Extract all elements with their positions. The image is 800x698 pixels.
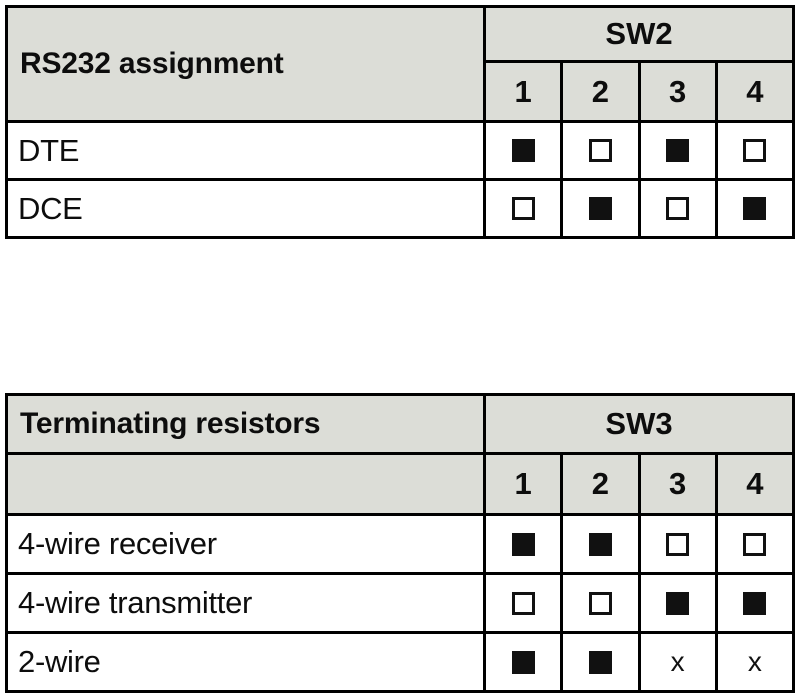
rs232-dte-sw4: [714, 120, 796, 181]
table-row: 4-wire receiver: [5, 513, 796, 575]
terminating-resistors-table: Terminating resistors SW3 1 2 3 4 4-wire…: [5, 393, 796, 693]
switch-off-icon: [588, 591, 612, 615]
switch-off-icon: [743, 139, 767, 162]
terminating-2wire-sw3: x: [637, 631, 718, 693]
terminating-4wire-receiver-sw2: [560, 513, 641, 575]
terminating-switch-number-4: 4: [714, 452, 796, 516]
switch-off-icon: [511, 197, 535, 220]
rs232-dce-sw4: [714, 178, 796, 239]
terminating-switch-group-label: SW3: [483, 393, 795, 455]
table-header-row-numbers: 1 2 3 4: [5, 452, 796, 516]
switch-on-icon: [743, 591, 767, 615]
terminating-4wire-transmitter-sw4: [714, 572, 796, 634]
terminating-4wire-receiver-sw3: [637, 513, 718, 575]
switch-off-icon: [588, 139, 612, 162]
terminating-4wire-transmitter-sw2: [560, 572, 641, 634]
rs232-row-label-dce: DCE: [5, 178, 486, 239]
table-row: 2-wire x x: [5, 631, 796, 693]
rs232-dte-sw3: [637, 120, 718, 181]
rs232-dce-sw3: [637, 178, 718, 239]
switch-on-icon: [511, 139, 535, 162]
switch-dontcare-icon: x: [670, 646, 685, 677]
table-row: 4-wire transmitter: [5, 572, 796, 634]
terminating-row-label-4-wire-receiver: 4-wire receiver: [5, 513, 486, 575]
switch-on-icon: [588, 532, 612, 556]
terminating-row-label-2-wire: 2-wire: [5, 631, 486, 693]
switch-on-icon: [511, 532, 535, 556]
rs232-dte-sw2: [560, 120, 641, 181]
terminating-4wire-receiver-sw4: [714, 513, 796, 575]
terminating-2wire-sw4: x: [714, 631, 796, 693]
terminating-switch-number-1: 1: [482, 452, 564, 516]
rs232-switch-number-1: 1: [482, 60, 564, 123]
table-header-row-group: RS232 assignment SW2: [5, 5, 795, 123]
terminating-4wire-transmitter-sw3: [637, 572, 718, 634]
switch-off-icon: [666, 197, 690, 220]
table-row: DTE: [5, 120, 796, 181]
terminating-switch-number-3: 3: [637, 452, 718, 516]
switch-dontcare-icon: x: [747, 646, 762, 677]
rs232-switch-number-2: 2: [560, 60, 641, 123]
table-header-row-numbers: 1 2 3 4: [7, 60, 796, 123]
rs232-switch-number-4: 4: [714, 60, 796, 123]
switch-on-icon: [666, 139, 690, 162]
rs232-dce-sw2: [560, 178, 641, 239]
terminating-table-title: Terminating resistors: [5, 393, 486, 455]
terminating-2wire-sw2: [560, 631, 641, 693]
rs232-assignment-table: RS232 assignment SW2 1 2 3 4 DTE DCE: [5, 5, 796, 239]
terminating-switch-number-2: 2: [560, 452, 641, 516]
rs232-switch-number-3: 3: [637, 60, 718, 123]
switch-off-icon: [743, 532, 767, 556]
terminating-4wire-receiver-sw1: [482, 513, 564, 575]
rs232-row-label-dte: DTE: [5, 120, 486, 181]
terminating-row-label-4-wire-transmitter: 4-wire transmitter: [5, 572, 486, 634]
switch-on-icon: [511, 650, 535, 674]
table-row: DCE: [5, 178, 796, 239]
rs232-dte-sw1: [482, 120, 564, 181]
terminating-2wire-sw1: [482, 631, 564, 693]
rs232-dce-sw1: [482, 178, 564, 239]
table-header-row-group: Terminating resistors SW3: [5, 393, 795, 455]
switch-on-icon: [666, 591, 690, 615]
switch-on-icon: [588, 197, 612, 220]
switch-off-icon: [511, 591, 535, 615]
terminating-4wire-transmitter-sw1: [482, 572, 564, 634]
terminating-header-spacer: [5, 452, 486, 516]
switch-on-icon: [588, 650, 612, 674]
switch-on-icon: [743, 197, 767, 220]
switch-off-icon: [666, 532, 690, 556]
rs232-switch-group-label: SW2: [483, 5, 795, 63]
rs232-table-title: RS232 assignment: [5, 5, 486, 123]
